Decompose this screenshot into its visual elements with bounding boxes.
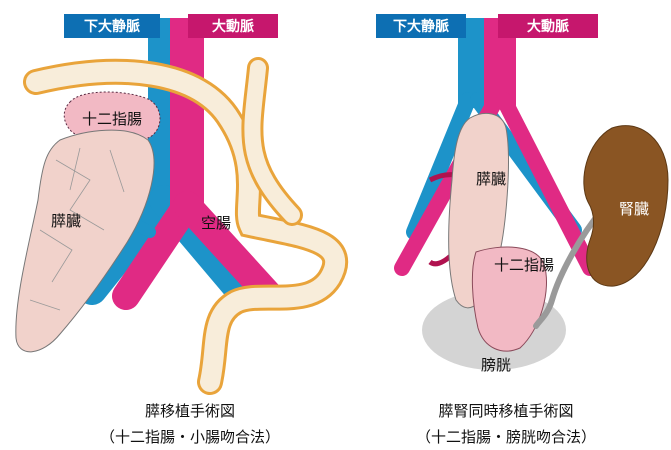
left-caption-title: 膵移植手術図 xyxy=(40,398,340,424)
left-diagram: 下大静脈 大動脈 十二指腸 膵臓 空腸 xyxy=(16,14,335,382)
left-aorta-label: 大動脈 xyxy=(212,18,254,35)
right-ivc-label: 下大静脈 xyxy=(393,18,449,35)
left-ivc-label: 下大静脈 xyxy=(84,18,140,35)
right-bladder-label: 膀胱 xyxy=(481,356,511,374)
left-caption-subtitle: （十二指腸・小腸吻合法） xyxy=(40,424,340,450)
right-diagram: 下大静脈 大動脈 膵臓 十二指腸 腎臓 膀胱 xyxy=(376,14,668,374)
right-caption-title: 膵腎同時移植手術図 xyxy=(356,398,656,424)
left-pancreas-label: 膵臓 xyxy=(51,212,81,230)
left-jejunum-label: 空腸 xyxy=(201,214,231,232)
left-caption: 膵移植手術図 （十二指腸・小腸吻合法） xyxy=(40,398,340,450)
right-pancreas-label: 膵臓 xyxy=(476,170,506,188)
right-duodenum-label: 十二指腸 xyxy=(494,256,554,274)
right-kidney-label: 腎臓 xyxy=(619,200,649,218)
left-duodenum-label: 十二指腸 xyxy=(82,110,142,128)
right-caption-subtitle: （十二指腸・膀胱吻合法） xyxy=(356,424,656,450)
right-aorta-label: 大動脈 xyxy=(527,18,569,35)
right-caption: 膵腎同時移植手術図 （十二指腸・膀胱吻合法） xyxy=(356,398,656,450)
